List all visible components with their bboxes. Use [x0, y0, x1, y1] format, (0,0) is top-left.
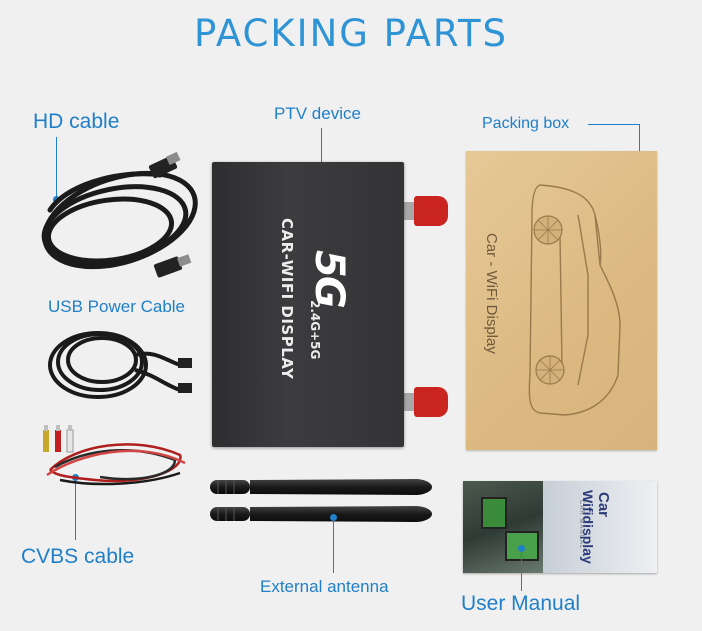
device-product-name: CAR-WIFI DISPLAY — [278, 218, 296, 380]
hd-cable-image — [41, 151, 198, 278]
manual-title-line1: Car — [595, 492, 612, 518]
packing-box-pointer-line-v — [639, 124, 640, 152]
box-print-text: Car - WiFi Display — [483, 233, 500, 354]
antenna-pointer-line — [333, 520, 334, 573]
antenna-pointer-dot — [330, 514, 337, 521]
ptv-device-pointer-line — [321, 128, 322, 174]
manual-pointer-dot — [518, 545, 525, 552]
user-manual-image — [463, 481, 657, 573]
box-car-illustration — [528, 184, 621, 416]
cvbs-cable-image — [43, 425, 186, 486]
device-logo: 5G — [306, 250, 352, 307]
hd-cable-pointer-line — [56, 137, 57, 199]
antenna-cap-bottom — [414, 387, 448, 417]
antenna-cap-top — [414, 196, 448, 226]
usb-power-cable-label: USB Power Cable — [48, 297, 186, 316]
ptv-device-body — [212, 162, 404, 447]
cvbs-cable-label: CVBS cable — [21, 545, 135, 568]
user-manual-label: User Manual — [461, 592, 581, 615]
antenna-connector-bottom — [402, 393, 416, 411]
external-antenna-label: External antenna — [260, 577, 389, 596]
device-band: 2.4G+5G — [308, 300, 322, 360]
ptv-device-label: PTV device — [274, 104, 361, 123]
external-antenna-image — [210, 479, 432, 522]
antenna-connector-top — [402, 202, 416, 220]
packing-box-pointer-line-h — [588, 124, 640, 125]
hd-cable-label: HD cable — [33, 110, 120, 133]
manual-phone-screen — [481, 497, 507, 529]
page-title: PACKING PARTS — [193, 12, 509, 55]
manual-subtitle: CAR MANUAL — [578, 500, 584, 550]
usb-power-cable-image — [48, 331, 192, 399]
manual-cover-right — [543, 481, 657, 573]
packing-box-label: Packing box — [482, 115, 570, 132]
manual-pointer-line — [521, 551, 522, 591]
cvbs-cable-pointer-line — [75, 478, 76, 540]
